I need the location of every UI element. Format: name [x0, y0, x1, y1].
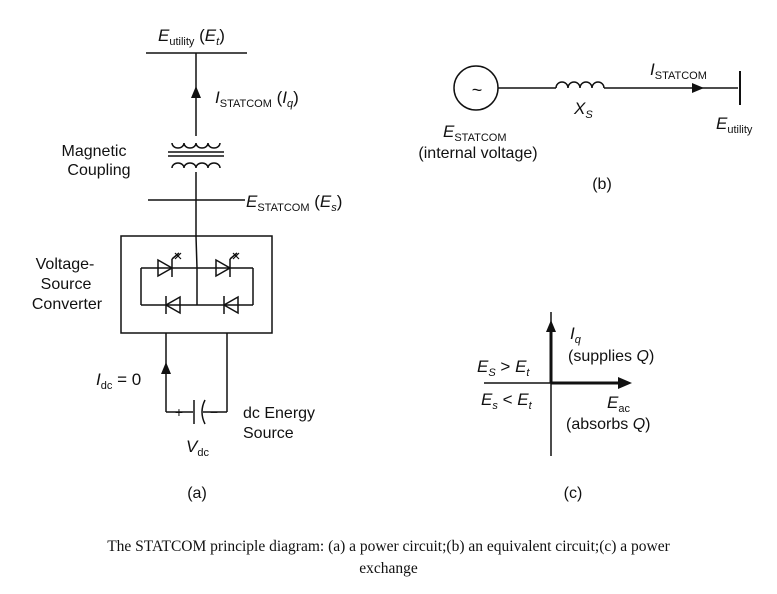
e-statcom-label: ESTATCOM (Es): [246, 192, 342, 214]
i-statcom-label: ISTATCOM (Iq): [215, 88, 299, 110]
caption-line-1: The STATCOM principle diagram: (a) a pow…: [107, 538, 670, 555]
panel-b-label: (b): [592, 176, 612, 193]
i-statcom-arrow-icon: [191, 86, 201, 98]
capacitor-minus-sign: −: [210, 404, 218, 420]
es-greater-et-label: ES > Et: [477, 357, 530, 379]
iq-label: Iq: [570, 324, 582, 346]
e-utility-b-label: Eutility: [716, 114, 753, 136]
vsc-label-2: Source: [41, 276, 92, 293]
diode-right-icon: [222, 295, 239, 315]
panel-b-equivalent-circuit: [453, 65, 741, 111]
panel-a-labels: Eutility (Et) ISTATCOM (Iq) Magnetic Cou…: [32, 26, 343, 502]
es-less-et-label: Es < Et: [481, 390, 533, 412]
capacitor-plus-sign: +: [175, 404, 183, 420]
panel-b-labels: ~ ISTATCOM XS ESTATCOM (internal voltage…: [418, 60, 752, 193]
caption-line-2: exchange: [359, 560, 418, 577]
figure-caption: The STATCOM principle diagram: (a) a pow…: [20, 536, 757, 580]
magnetic-coupling-label-2: Coupling: [67, 162, 130, 179]
e-utility-label: Eutility (Et): [158, 26, 225, 48]
absorbs-q-label: (absorbs Q): [566, 416, 650, 433]
dc-energy-source-label-2: Source: [243, 425, 294, 442]
panel-c-labels: Iq (supplies Q) ES > Et Es < Et Eac (abs…: [477, 324, 654, 502]
iq-arrow-icon: [546, 320, 556, 332]
vsc-label-1: Voltage-: [36, 256, 95, 273]
i-statcom-b-label: ISTATCOM: [650, 60, 707, 82]
panel-a-label: (a): [187, 485, 207, 502]
eac-arrow-icon: [618, 377, 632, 389]
transformer-secondary-coil-icon: [171, 162, 221, 169]
x-s-label: XS: [573, 99, 593, 121]
vsc-label-3: Converter: [32, 296, 103, 313]
panel-c-label: (c): [564, 485, 583, 502]
diode-left-icon: [164, 295, 181, 315]
supplies-q-label: (supplies Q): [568, 348, 654, 365]
eac-label: Eac: [607, 393, 630, 415]
panel-a-power-circuit: [120, 52, 273, 425]
magnetic-coupling-label-1: Magnetic: [62, 143, 127, 160]
transformer-primary-coil-icon: [171, 142, 221, 149]
dc-capacitor-icon: [193, 399, 206, 425]
gto-thyristor-right-icon: [215, 252, 240, 278]
i-statcom-direction-arrow-icon: [692, 83, 704, 93]
i-dc-arrow-icon: [161, 362, 171, 374]
dc-energy-source-label-1: dc Energy: [243, 405, 315, 422]
internal-voltage-label: (internal voltage): [418, 145, 537, 162]
bridge-ac-connection: [195, 235, 198, 269]
ac-source-symbol: ~: [472, 80, 483, 100]
i-dc-label: Idc = 0: [96, 370, 141, 392]
panel-c-power-exchange: [484, 312, 632, 456]
e-statcom-b-label: ESTATCOM: [443, 122, 507, 144]
v-dc-label: Vdc: [186, 437, 209, 459]
gto-thyristor-left-icon: [157, 252, 182, 278]
reactance-coil-icon: [555, 81, 605, 89]
